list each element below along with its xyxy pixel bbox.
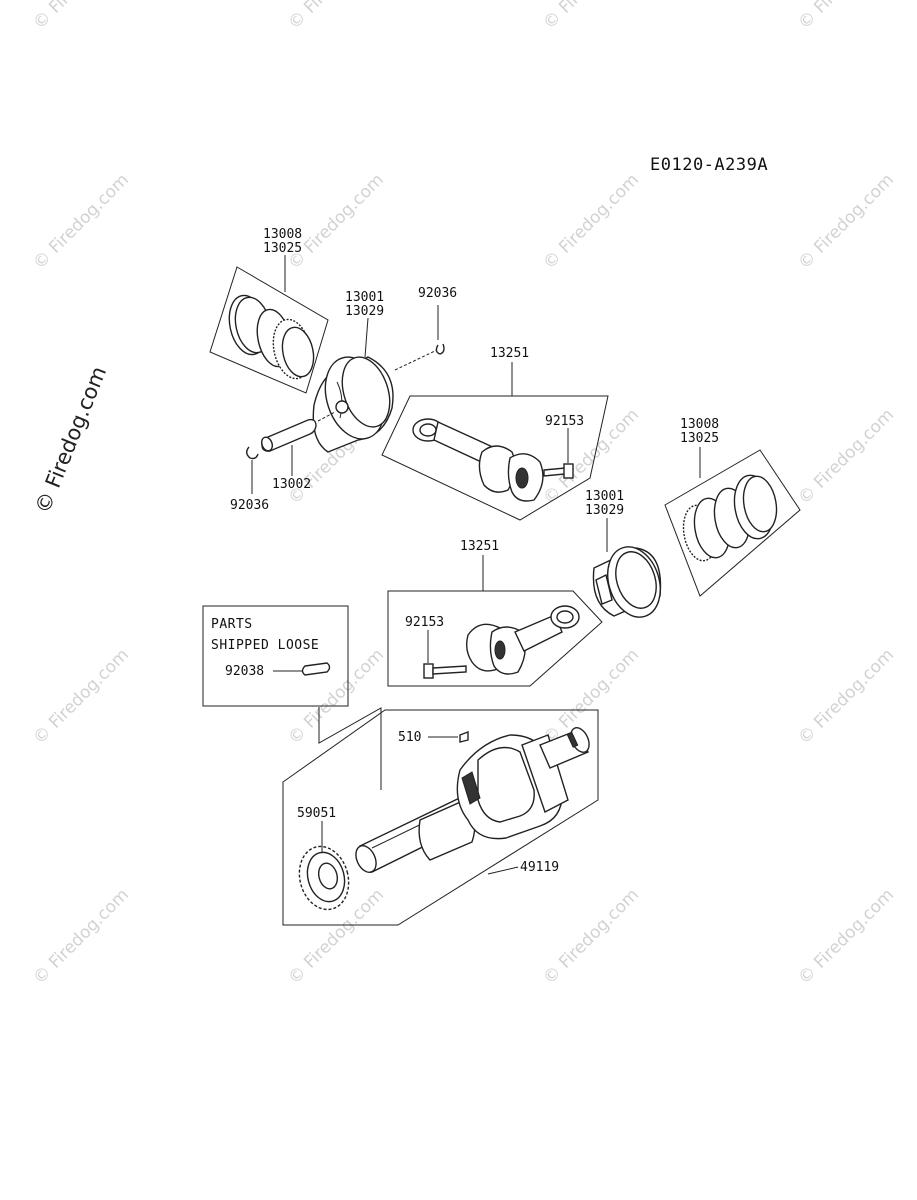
dowel-pin <box>301 662 331 676</box>
watermark: © Firedog.com <box>29 885 133 989</box>
callout-crankshaft: 49119 <box>520 860 559 875</box>
watermark: © Firedog.com <box>29 0 133 34</box>
callout-key: 510 <box>398 730 421 745</box>
callout-circlip-top: 92036 <box>418 286 457 301</box>
watermark: © Firedog.com <box>794 0 898 34</box>
watermark: © Firedog.com <box>794 645 898 749</box>
ring-set-frame-right <box>664 449 801 597</box>
watermark: © Firedog.com <box>794 405 898 509</box>
side-watermark: © Firedog.com <box>30 363 111 517</box>
leader <box>364 317 369 358</box>
callout-ring-set-top: 13025 <box>263 241 302 256</box>
callout-ring-set-top: 13008 <box>263 227 302 242</box>
leader <box>487 866 519 875</box>
circlip-top <box>435 343 445 355</box>
connector-line <box>318 707 382 790</box>
watermark: © Firedog.com <box>539 645 643 749</box>
callout-piston-top: 13001 <box>345 290 384 305</box>
watermark: © Firedog.com <box>539 170 643 274</box>
callout-piston-right: 13001 <box>585 489 624 504</box>
crankshaft <box>355 727 590 873</box>
connecting-rod-bottom <box>465 605 580 675</box>
loose-parts-title: SHIPPED LOOSE <box>211 638 319 653</box>
ring-set-frame <box>209 266 329 394</box>
callout-rod-bolt-bottom: 92153 <box>405 615 444 630</box>
piston-top <box>312 356 394 453</box>
piston-ring-set-top <box>228 294 315 380</box>
rod-frame-top <box>381 395 609 521</box>
callout-ring-set-right: 13025 <box>680 431 719 446</box>
callout-ring-set-right: 13008 <box>680 417 719 432</box>
rod-frame-bottom <box>387 590 603 687</box>
loose-parts-title: PARTS <box>211 617 253 632</box>
callout-rod-bottom: 13251 <box>460 539 499 554</box>
callout-loose-item: 92038 <box>225 664 264 679</box>
rod-bolt-top <box>543 463 574 479</box>
circlip-bottom <box>246 446 259 460</box>
watermark: © Firedog.com <box>29 170 133 274</box>
callout-piston-top: 13029 <box>345 304 384 319</box>
watermark: © Firedog.com <box>539 0 643 34</box>
piston-right <box>592 546 662 618</box>
callout-gear: 59051 <box>297 806 336 821</box>
watermark: © Firedog.com <box>794 885 898 989</box>
callout-pin: 13002 <box>272 477 311 492</box>
crank-gear <box>298 845 350 911</box>
diagram-code: E0120-A239A <box>650 155 768 175</box>
callout-rod-top: 13251 <box>490 346 529 361</box>
watermark: © Firedog.com <box>284 170 388 274</box>
watermark: © Firedog.com <box>29 645 133 749</box>
loose-parts-box <box>202 605 349 707</box>
callout-piston-right: 13029 <box>585 503 624 518</box>
callout-circlip-bottom: 92036 <box>230 498 269 513</box>
watermark: © Firedog.com <box>284 0 388 34</box>
connecting-rod-top <box>412 418 544 502</box>
piston-ring-set-right <box>682 474 778 562</box>
watermark: © Firedog.com <box>539 885 643 989</box>
assembly-line <box>394 349 438 371</box>
piston-pin <box>260 418 317 452</box>
woodruff-key <box>459 730 469 743</box>
rod-bolt-bottom <box>423 663 467 679</box>
assembly-line <box>317 411 336 422</box>
watermark: © Firedog.com <box>794 170 898 274</box>
crankshaft-frame <box>282 709 599 926</box>
callout-rod-bolt-top: 92153 <box>545 414 584 429</box>
